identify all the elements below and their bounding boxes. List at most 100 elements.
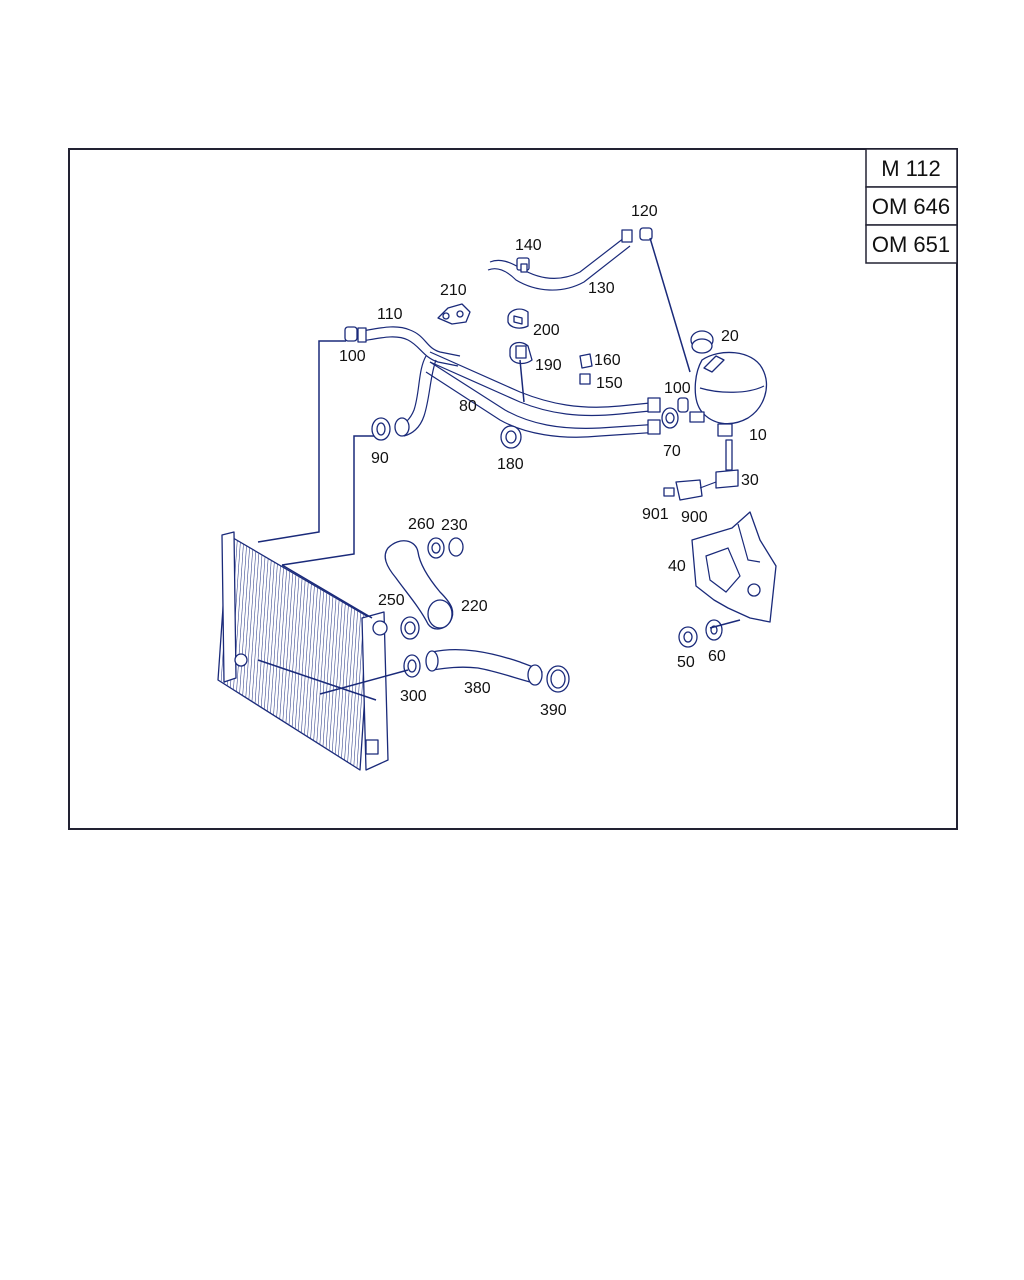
hose-130-b xyxy=(487,245,631,291)
label-210[interactable]: 210 xyxy=(440,282,467,299)
expansion-tank-10 xyxy=(689,351,767,437)
leader-120-tank xyxy=(649,237,691,373)
washer-60 xyxy=(705,619,723,641)
hose-130-end xyxy=(621,229,633,243)
radiator-fin xyxy=(239,547,250,694)
radiator-fin xyxy=(347,610,358,763)
label-80[interactable]: 80 xyxy=(459,398,477,415)
leader-radiator-lower xyxy=(257,659,377,701)
clip-160 xyxy=(579,353,593,369)
label-20[interactable]: 20 xyxy=(721,328,739,345)
radiator-fin xyxy=(291,578,303,727)
radiator-fin xyxy=(248,553,260,700)
pipe-80-lower-b xyxy=(425,371,661,438)
label-390[interactable]: 390 xyxy=(540,702,567,719)
hose-380-end-right xyxy=(527,664,543,686)
radiator-drain-plug xyxy=(234,653,248,667)
pipe-80-lower-a xyxy=(429,361,661,429)
label-130[interactable]: 130 xyxy=(588,280,615,297)
label-120[interactable]: 120 xyxy=(631,203,658,220)
leader-radiator-neck xyxy=(281,564,373,619)
grommet-180 xyxy=(500,425,522,449)
radiator-fin xyxy=(273,567,284,716)
label-160[interactable]: 160 xyxy=(594,352,621,369)
label-100-right[interactable]: 100 xyxy=(664,380,691,397)
label-110[interactable]: 110 xyxy=(377,306,403,323)
label-150[interactable]: 150 xyxy=(596,375,623,392)
radiator-fin xyxy=(307,587,318,737)
radiator-fin xyxy=(276,569,287,718)
label-380[interactable]: 380 xyxy=(464,680,491,697)
variant-cell-1 xyxy=(865,148,958,188)
label-220[interactable]: 220 xyxy=(461,598,488,615)
radiator-fin xyxy=(264,562,275,710)
radiator-fin xyxy=(297,581,309,731)
label-10[interactable]: 10 xyxy=(749,427,767,444)
diagram-frame xyxy=(68,148,958,830)
radiator-fin xyxy=(245,551,257,698)
bracket-40 xyxy=(691,511,777,623)
radiator-fin xyxy=(236,545,247,692)
radiator-fin xyxy=(279,571,291,720)
hose-90-end xyxy=(394,417,410,437)
variant-m112[interactable]: M 112 xyxy=(881,156,941,181)
label-260[interactable]: 260 xyxy=(408,516,435,533)
radiator-fin xyxy=(260,560,272,708)
variant-om646[interactable]: OM 646 xyxy=(872,194,950,219)
label-901[interactable]: 901 xyxy=(642,506,669,523)
radiator-mount xyxy=(365,739,379,755)
radiator-fin xyxy=(341,607,352,759)
radiator-outlet-neck xyxy=(372,620,388,636)
cap-20 xyxy=(690,330,714,354)
hose-110-a xyxy=(361,326,461,357)
hose-220-end xyxy=(427,599,453,629)
radiator-fin xyxy=(328,599,340,751)
pin-901 xyxy=(663,487,675,497)
clamp-100-right xyxy=(677,397,689,413)
leader-300 xyxy=(319,669,409,695)
radiator-fin xyxy=(344,608,355,761)
hose-110-b xyxy=(361,336,459,367)
label-60[interactable]: 60 xyxy=(708,648,726,665)
label-180[interactable]: 180 xyxy=(497,456,524,473)
radiator-fin xyxy=(285,574,297,724)
clamp-250 xyxy=(400,616,420,640)
clamp-140 xyxy=(516,257,530,273)
radiator-fin xyxy=(313,590,324,741)
sensor-30 xyxy=(715,439,739,489)
radiator-fin xyxy=(242,549,253,696)
radiator-fin xyxy=(325,598,337,749)
radiator-fin xyxy=(316,592,328,743)
label-100-left[interactable]: 100 xyxy=(339,348,366,365)
label-70[interactable]: 70 xyxy=(663,443,681,460)
label-30[interactable]: 30 xyxy=(741,472,759,489)
label-250[interactable]: 250 xyxy=(378,592,405,609)
label-90[interactable]: 90 xyxy=(371,450,389,467)
label-40[interactable]: 40 xyxy=(668,558,686,575)
radiator-fin xyxy=(254,556,266,704)
variant-om651[interactable]: OM 651 xyxy=(872,232,950,257)
leader-40-washer xyxy=(709,619,741,629)
label-230[interactable]: 230 xyxy=(441,517,468,534)
variant-cell-3 xyxy=(865,224,958,264)
radiator-fin xyxy=(301,583,312,733)
ring-230 xyxy=(448,537,464,557)
radiator-fin xyxy=(322,596,334,747)
label-50[interactable]: 50 xyxy=(677,654,695,671)
radiator-fin xyxy=(304,585,315,735)
clamp-100-left xyxy=(344,326,358,342)
leader-90-radiator xyxy=(281,435,374,566)
label-300[interactable]: 300 xyxy=(400,688,427,705)
pipe-80-end-lower xyxy=(647,419,661,435)
radiator-left-tank xyxy=(221,531,237,683)
label-900[interactable]: 900 xyxy=(681,509,708,526)
clamp-300 xyxy=(403,654,421,678)
label-200[interactable]: 200 xyxy=(533,322,560,339)
clamp-390 xyxy=(546,665,570,693)
clamp-120 xyxy=(639,227,653,241)
radiator-fin xyxy=(294,580,306,729)
label-140[interactable]: 140 xyxy=(515,237,542,254)
connector-900 xyxy=(675,479,717,501)
leader-lines xyxy=(257,237,741,701)
label-190[interactable]: 190 xyxy=(535,357,562,374)
